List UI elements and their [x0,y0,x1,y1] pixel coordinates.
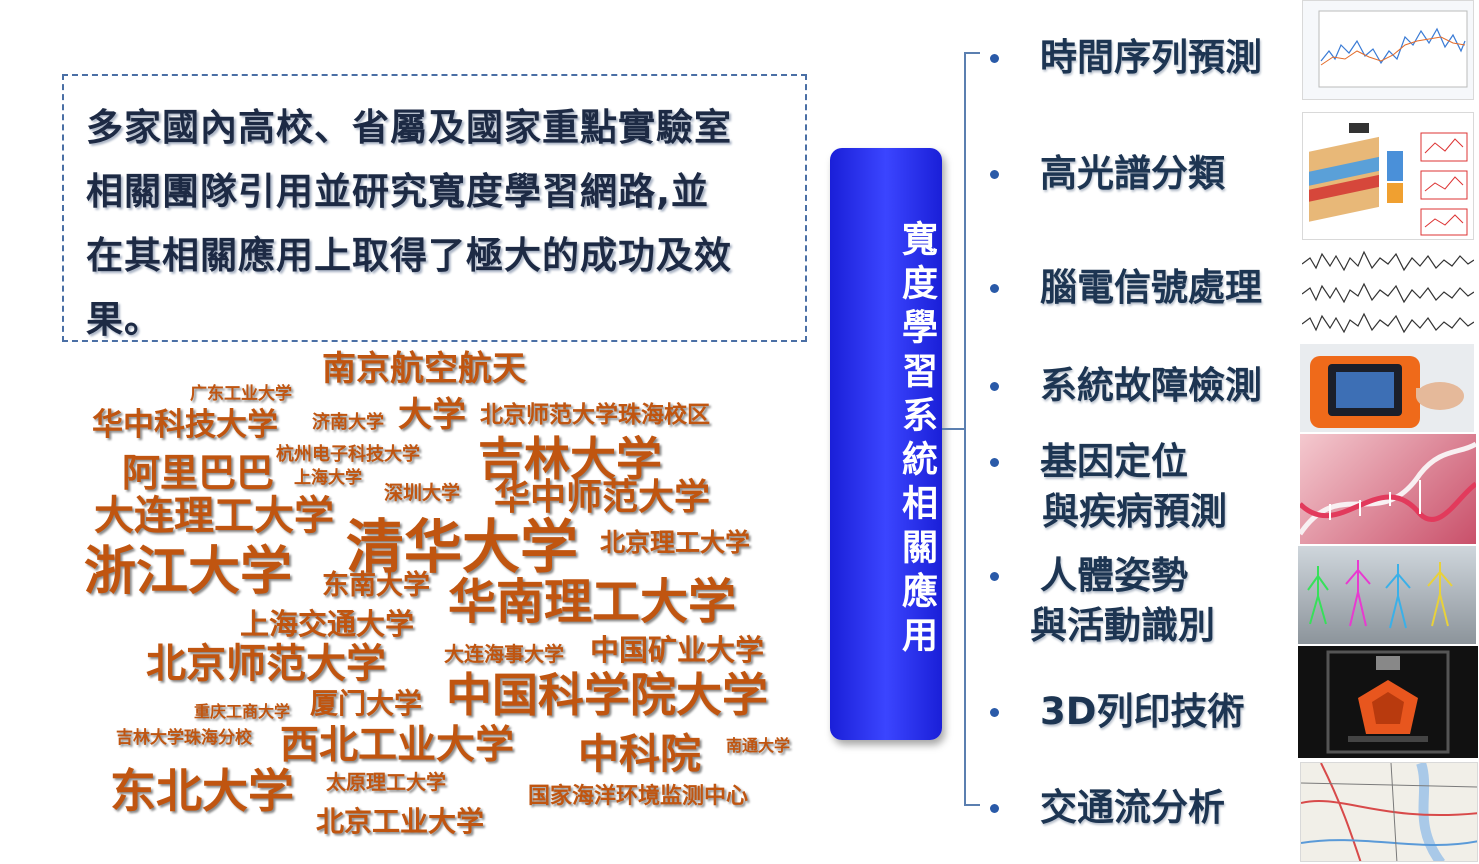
cloud-word: 吉林大学 [478,432,662,486]
cloud-word: 大连海事大学 [444,642,564,666]
bullet-icon [990,382,999,391]
cloud-word: 华南理工大学 [448,574,737,630]
cloud-word: 国家海洋环境监测中心 [528,784,749,809]
bullet-icon [990,54,999,63]
bullet-icon [990,572,999,581]
bullet-icon [990,170,999,179]
cloud-word: 中国矿业大学 [590,633,765,667]
cloud-word: 东南大学 [322,570,430,601]
cloud-word: 大连理工大学 [94,493,334,539]
time-series-chart-icon [1318,10,1468,88]
application-label: 交通流分析 [1040,786,1225,829]
3d-printing-thumbnail [1298,646,1478,758]
time-series-thumbnail [1302,0,1474,100]
application-label: 高光譜分類 [1040,152,1225,195]
hyperspectral-thumbnail [1302,112,1474,240]
cloud-word: 华中科技大学 [92,407,278,443]
cloud-word: 清华大学 [346,513,579,581]
pose-skeleton-icon [1307,560,1453,629]
application-label: 時間序列預測 [1040,36,1262,79]
application-label: 系統故障檢測 [1040,364,1262,407]
gene-thumbnail [1300,434,1476,544]
cloud-word: 南通大学 [726,736,791,755]
bracket [964,52,980,806]
cloud-word: 厦门大学 [310,687,423,720]
handheld-device-icon [1310,356,1464,428]
cloud-word: 大学 [398,395,466,435]
pose-thumbnail [1298,546,1476,644]
cloud-word: 重庆工商大学 [194,702,291,721]
cloud-word: 阿里巴巴 [122,451,275,495]
cloud-word: 北京师范大学 [146,641,386,687]
application-label-line2: 與活動識別 [1030,604,1215,647]
cloud-word: 上海交通大学 [240,607,415,641]
cloud-word: 深圳大学 [384,482,461,504]
cloud-word: 上海大学 [294,468,362,488]
bullet-icon [990,458,999,467]
cloud-word: 西北工业大学 [280,723,515,768]
application-label: 3D列印技術 [1040,690,1245,733]
intro-text: 多家國內高校、省屬及國家重點實驗室 相關團隊引用並研究寬度學習網路,並 在其相關… [86,96,801,352]
cloud-word: 吉林大学珠海分校 [116,728,252,748]
cloud-word: 北京理工大学 [600,528,751,557]
intro-line: 在其相關應用上取得了極大的成功及效 [86,234,732,277]
cloud-word: 北京工业大学 [316,805,485,838]
intro-line: 多家國內高校、省屬及國家重點實驗室 [86,106,732,149]
intro-box [62,74,807,342]
cloud-word: 华中师范大学 [494,477,711,518]
application-label-line2: 與疾病預測 [1042,490,1227,533]
hyperspectral-diagram-icon [1309,123,1468,236]
cloud-word: 中国科学院大学 [446,668,768,722]
cloud-word: 广东工业大学 [190,384,292,404]
bullet-icon [990,708,999,717]
application-label: 基因定位 [1040,440,1188,483]
cloud-word: 北京师范大学珠海校区 [480,402,710,428]
dna-helix-icon [1300,441,1476,536]
bullet-icon [990,284,999,293]
cloud-word: 杭州电子科技大学 [276,444,420,465]
intro-line: 果。 [86,298,162,341]
application-label: 腦電信號處理 [1040,266,1262,309]
eeg-waveform-icon [1302,250,1474,334]
cloud-word: 南京航空航天 [322,349,526,389]
cloud-word: 东北大学 [110,764,294,818]
cloud-word: 太原理工大学 [326,770,446,794]
3d-printer-icon [1326,650,1450,754]
eeg-thumbnail [1302,244,1474,340]
center-label-bar: 寬度學習系統相關應用 [830,148,942,740]
fault-detector-thumbnail [1300,344,1474,432]
cloud-word: 浙江大学 [84,542,293,602]
bracket-connector [942,428,966,430]
city-map-icon [1301,763,1477,861]
cloud-word: 中科院 [578,730,701,778]
intro-line: 相關團隊引用並研究寬度學習網路,並 [86,170,710,213]
application-label: 人體姿勢 [1040,554,1188,597]
bullet-icon [990,804,999,813]
cloud-word: 济南大学 [312,412,384,433]
traffic-map-thumbnail [1300,762,1478,862]
center-label: 寬度學習系統相關應用 [896,220,937,660]
